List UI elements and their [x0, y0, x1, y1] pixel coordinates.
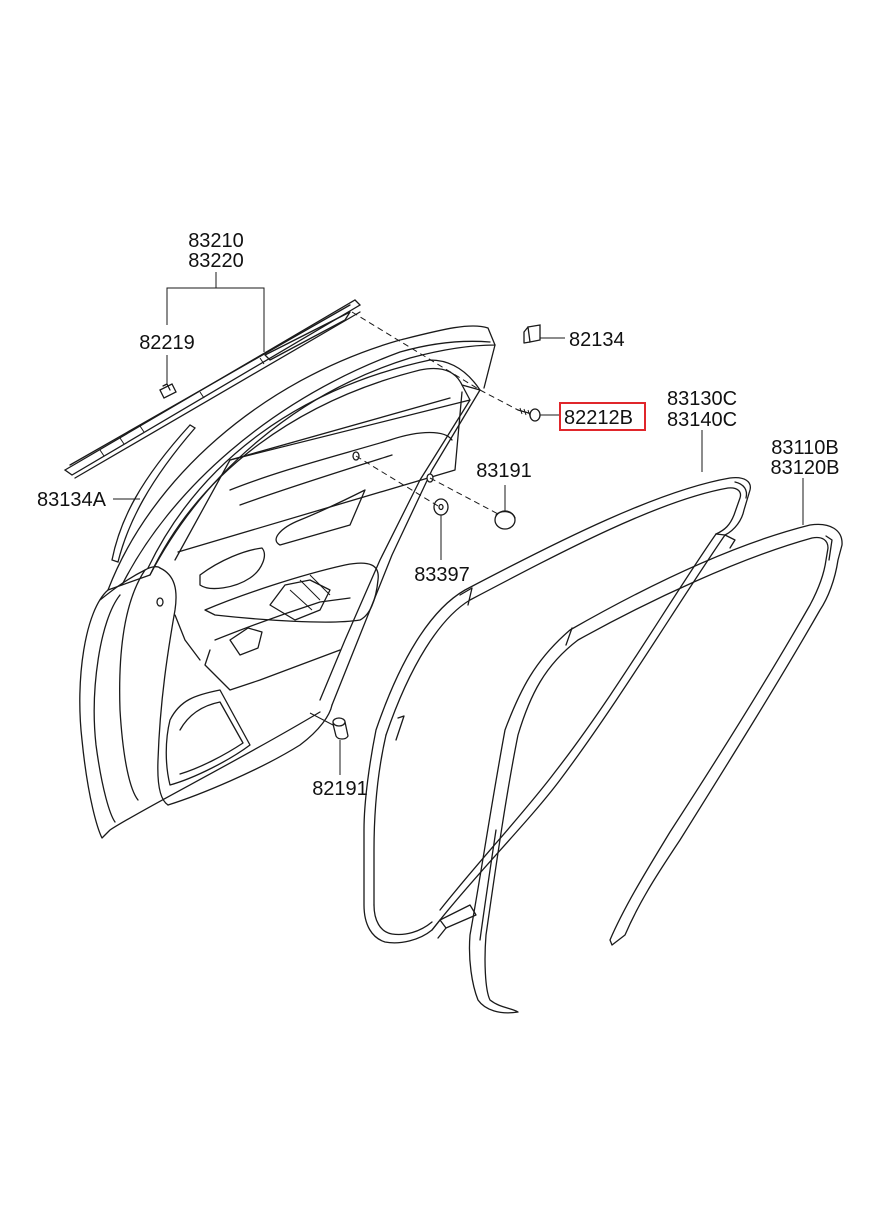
weatherstrip-83130C [363, 476, 751, 944]
stopper-82191 [332, 717, 349, 740]
label-82212B[interactable]: 82212B [564, 407, 633, 429]
part-labels: 83210 83220 82219 82134 82212B 83130C 83… [37, 230, 839, 800]
label-83134A[interactable]: 83134A [37, 489, 107, 511]
label-83220[interactable]: 83220 [188, 250, 244, 272]
clip-82219 [159, 383, 177, 399]
screw-82212B [517, 407, 541, 422]
label-83397[interactable]: 83397 [414, 564, 470, 586]
label-83110B[interactable]: 83110B [771, 437, 838, 459]
plug-83191 [494, 510, 516, 530]
leader-lines [113, 272, 804, 775]
bracket-82134 [523, 324, 541, 344]
label-83140C[interactable]: 83140C [667, 409, 737, 431]
pad-83397 [433, 498, 449, 516]
label-83210[interactable]: 83210 [188, 230, 244, 252]
highlight-box-82212B [559, 402, 646, 431]
label-83191[interactable]: 83191 [476, 460, 532, 482]
label-83130C[interactable]: 83130C [667, 388, 737, 410]
label-82219[interactable]: 82219 [139, 332, 195, 354]
label-82134[interactable]: 82134 [569, 329, 625, 351]
label-83120B[interactable]: 83120B [771, 457, 840, 479]
belt-moulding-83210 [63, 299, 362, 479]
seal-strip-83134A [111, 424, 196, 563]
rear-door-panel [79, 325, 496, 839]
label-82191[interactable]: 82191 [312, 778, 368, 800]
weatherstrip-83110B [468, 523, 843, 1014]
